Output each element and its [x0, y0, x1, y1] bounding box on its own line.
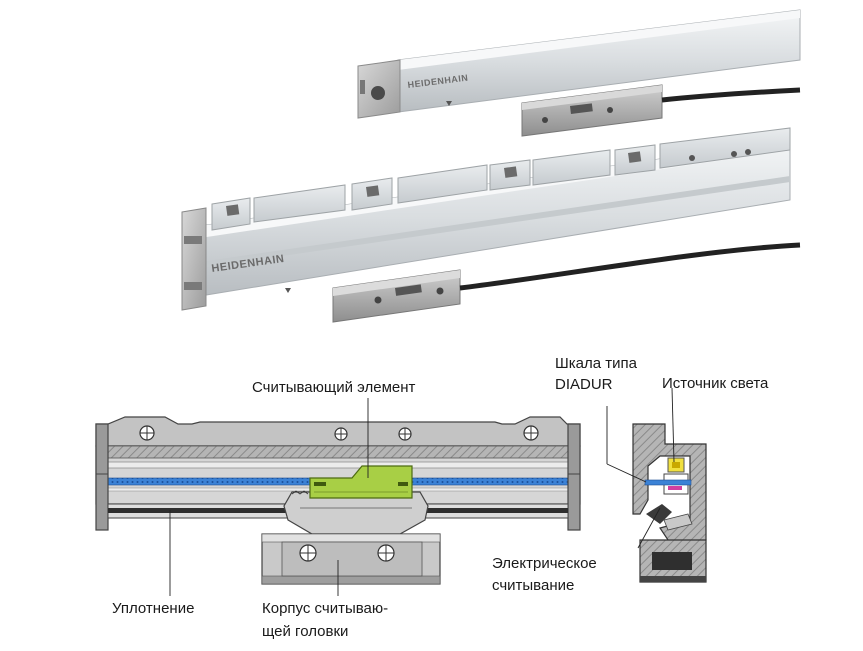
end-cap-left	[95, 423, 109, 531]
label-seal: Уплотнение	[112, 600, 194, 617]
large-reading-head	[332, 269, 461, 323]
label-scale-line1: Шкала типа	[555, 355, 638, 372]
label-electrical-line1: Электрическое	[492, 555, 597, 572]
label-head-housing-line2: щей головки	[262, 623, 348, 640]
mounting-clips	[211, 127, 791, 231]
scale-section	[644, 479, 692, 486]
cutaway-diagram: Считывающий элемент Шкала типа DIADUR Ис…	[95, 355, 769, 640]
label-scale-line2: DIADUR	[555, 376, 613, 393]
reading-element	[309, 465, 413, 499]
small-cable	[661, 87, 801, 103]
large-cable	[459, 242, 801, 291]
mounting-hole-icon	[371, 86, 385, 100]
label-head-housing-line1: Корпус считываю-	[262, 600, 388, 617]
encoder-photo: HEIDENHAIN	[181, 9, 801, 323]
small-encoder: HEIDENHAIN	[357, 9, 801, 137]
end-cap-right	[567, 423, 581, 531]
large-endblock	[181, 207, 207, 311]
large-encoder: HEIDENHAIN	[181, 127, 801, 323]
label-electrical-line2: считывание	[492, 577, 574, 594]
label-light-source: Источник света	[662, 375, 769, 392]
label-reading-element: Считывающий элемент	[252, 379, 416, 396]
cross-section	[632, 423, 707, 583]
callout-lines	[169, 387, 675, 596]
sealing-lip-section	[646, 504, 672, 524]
